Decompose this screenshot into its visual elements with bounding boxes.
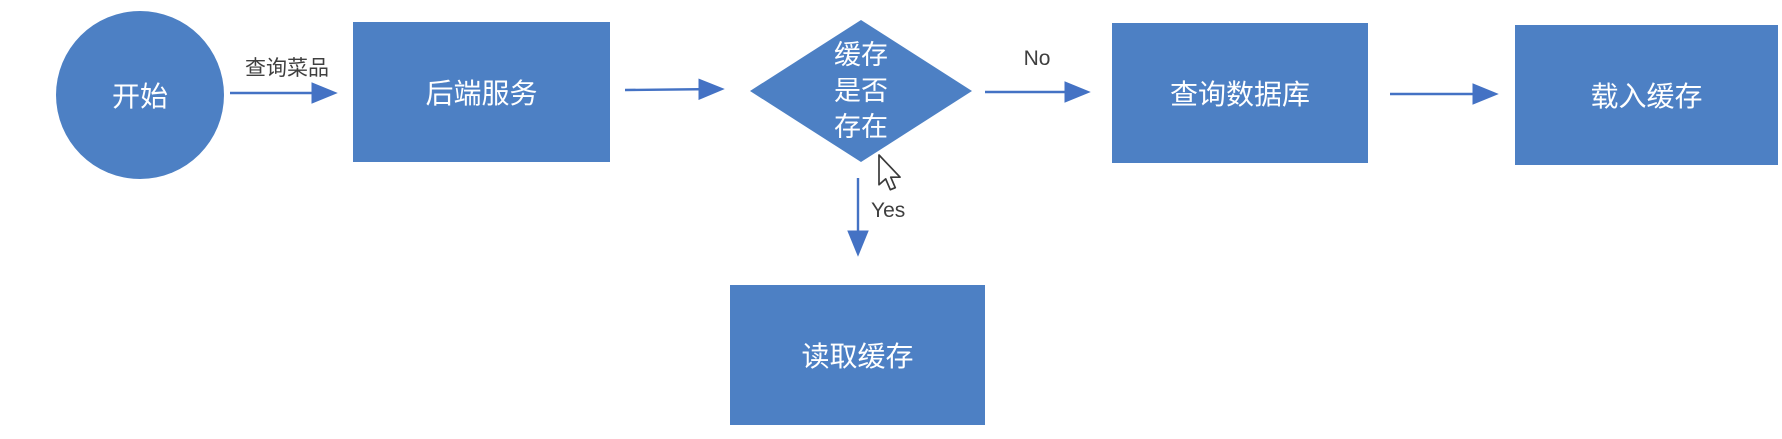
node-start[interactable]: 开始 (56, 11, 224, 179)
node-load-cache[interactable]: 载入缓存 (1515, 25, 1778, 165)
edge-label-query-dish: 查询菜品 (245, 57, 329, 80)
node-cache-exists-label-line1: 缓存 (834, 40, 888, 70)
node-query-database[interactable]: 查询数据库 (1112, 23, 1368, 163)
node-cache-exists-label-line3: 存在 (834, 112, 888, 142)
node-start-label: 开始 (111, 81, 168, 112)
node-load-cache-label: 载入缓存 (1590, 81, 1703, 112)
edge-label-yes: Yes (871, 199, 906, 222)
node-cache-exists-label-line2: 是否 (834, 76, 888, 106)
node-cache-exists-decision[interactable]: 缓存 是否 存在 (750, 20, 972, 162)
node-read-cache-label: 读取缓存 (801, 341, 914, 372)
edge-backend-diamond (624, 78, 725, 101)
node-query-database-label: 查询数据库 (1169, 79, 1310, 110)
node-backend-service-label: 后端服务 (425, 78, 538, 109)
node-read-cache[interactable]: 读取缓存 (730, 285, 985, 425)
node-backend-service[interactable]: 后端服务 (353, 22, 610, 162)
edge-label-no: No (1023, 47, 1051, 70)
